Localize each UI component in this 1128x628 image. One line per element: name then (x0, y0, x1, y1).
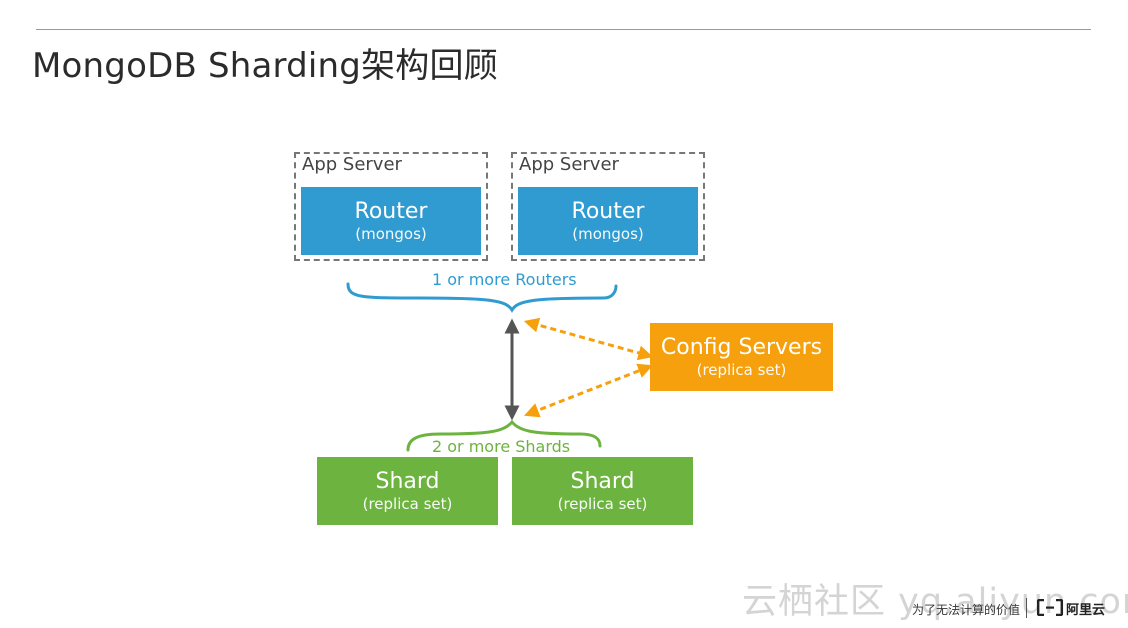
shard-box-2: Shard (replica set) (512, 457, 693, 525)
config-shard-arrow (524, 363, 653, 418)
watermark: 云栖社区 yq.aliyun.com (742, 582, 1128, 622)
page-title: MongoDB Sharding架构回顾 (32, 46, 498, 86)
footer-separator (1026, 598, 1027, 618)
shard-box-1: Shard (replica set) (317, 457, 498, 525)
shard-title: Shard (570, 469, 635, 494)
shard-subtitle: (replica set) (557, 495, 648, 513)
router-box-2: Router (mongos) (518, 187, 698, 255)
shard-title: Shard (375, 469, 440, 494)
footer-brand: 阿里云 (1066, 603, 1106, 618)
router-subtitle: (mongos) (355, 225, 427, 243)
router-title: Router (354, 199, 428, 224)
config-servers-subtitle: (replica set) (696, 361, 787, 379)
router-subtitle: (mongos) (572, 225, 644, 243)
config-router-arrow (523, 317, 654, 361)
footer-slogan: 为了无法计算的价值 (912, 603, 1021, 617)
app-server-label: App Server (302, 154, 402, 175)
shards-brace-label: 2 or more Shards (432, 437, 571, 456)
routers-brace-label: 1 or more Routers (432, 270, 577, 289)
shard-subtitle: (replica set) (362, 495, 453, 513)
aliyun-logo-icon (1037, 599, 1063, 616)
router-title: Router (571, 199, 645, 224)
app-server-label: App Server (519, 154, 619, 175)
router-box-1: Router (mongos) (301, 187, 481, 255)
config-servers-box: Config Servers (replica set) (650, 323, 833, 391)
config-servers-title: Config Servers (660, 335, 823, 360)
top-rule (36, 29, 1091, 30)
